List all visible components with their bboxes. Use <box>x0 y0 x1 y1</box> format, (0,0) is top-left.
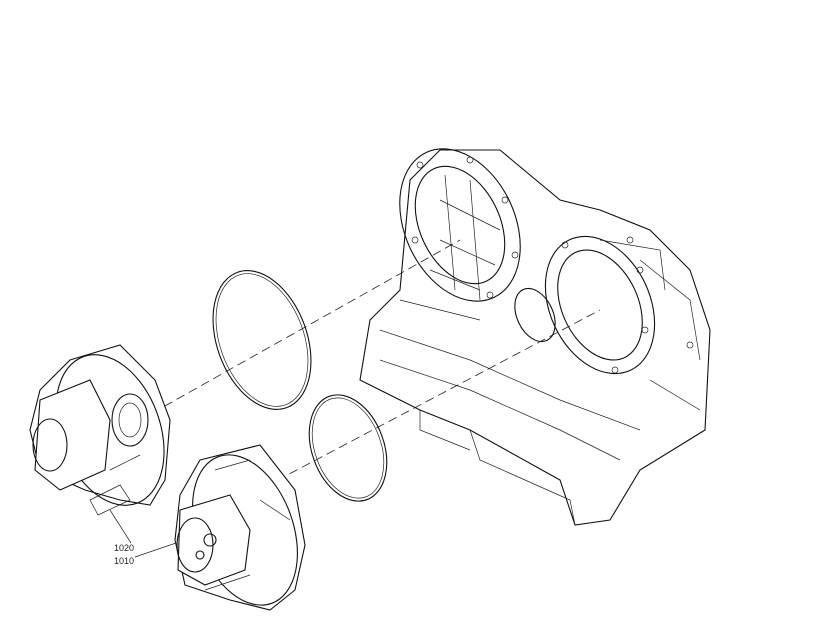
o-ring-upper <box>212 270 312 410</box>
assembly-axis-upper <box>139 239 461 421</box>
leader-line-1010 <box>134 542 177 558</box>
o-ring-upper-inner <box>215 273 309 407</box>
callout-1010: 1010 <box>114 556 135 566</box>
leader-line-1020 <box>109 509 132 544</box>
o-ring-lower <box>308 394 388 502</box>
pump-assembly-1010 <box>174 444 306 611</box>
o-ring-lower-inner <box>311 397 385 499</box>
pump-assembly-1020 <box>29 344 171 516</box>
gearbox-housing <box>359 148 711 526</box>
bolt-holes <box>411 156 694 374</box>
callout-1020: 1020 <box>114 543 135 553</box>
assembly-axis-lower <box>239 309 601 501</box>
